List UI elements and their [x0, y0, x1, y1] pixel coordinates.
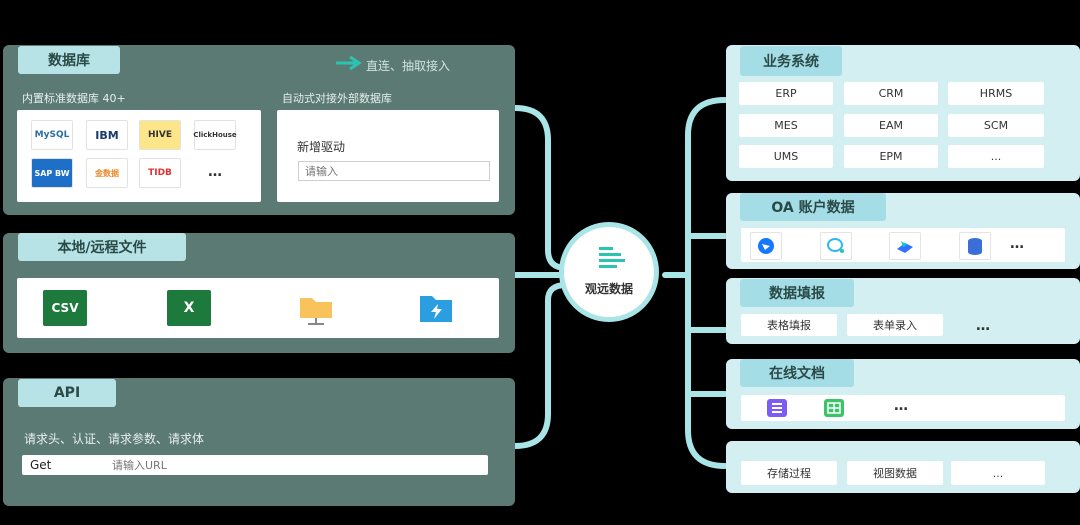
more-oa-dots: …	[1010, 236, 1024, 252]
doc-list-icon	[767, 399, 787, 421]
builtin-label: 内置标准数据库 40+	[22, 92, 126, 105]
direct-arrow-icon	[334, 55, 362, 71]
ibm-logo: IBM	[86, 120, 128, 150]
database-tab: 数据库	[18, 46, 120, 74]
business-item-crm[interactable]: CRM	[844, 82, 938, 105]
more-fill-dots: …	[976, 318, 990, 334]
fill-tab: 数据填报	[740, 279, 854, 307]
api-method[interactable]: Get	[30, 458, 52, 472]
storage-item-view[interactable]: 视图数据	[847, 461, 943, 485]
business-item-eam[interactable]: EAM	[844, 114, 938, 137]
oa-tab: OA 账户数据	[740, 193, 886, 221]
more-docs-dots: …	[894, 398, 908, 414]
api-tab: API	[18, 379, 116, 407]
new-driver-label: 新增驱动	[297, 140, 346, 154]
files-tab: 本地/远程文件	[18, 233, 186, 261]
business-item-mes[interactable]: MES	[739, 114, 833, 137]
files-box	[17, 278, 499, 338]
hub-logo-icon	[597, 246, 625, 270]
hub-label: 观远数据	[584, 282, 633, 296]
hub-circle	[559, 222, 659, 322]
business-tab: 业务系统	[740, 46, 842, 76]
external-label: 自动式对接外部数据库	[282, 92, 392, 105]
api-params-label: 请求头、认证、请求参数、请求体	[24, 432, 205, 446]
shared-folder-icon	[294, 288, 338, 328]
external-db-box	[277, 110, 499, 202]
mysql-logo: MySQL	[31, 120, 73, 150]
connector-business	[685, 97, 728, 469]
doc-sheet-icon	[824, 399, 844, 421]
jinshuju-logo: 金数据	[86, 158, 128, 188]
fill-item-table[interactable]: 表格填报	[741, 314, 837, 336]
fill-item-form[interactable]: 表单录入	[847, 314, 943, 336]
connector-database	[512, 105, 569, 271]
docs-tab: 在线文档	[740, 359, 854, 387]
new-driver-input[interactable]	[298, 161, 490, 181]
business-item-epm[interactable]: EPM	[844, 145, 938, 168]
ldap-icon	[959, 232, 991, 260]
business-item-more[interactable]: ...	[948, 145, 1044, 168]
business-item-hrms[interactable]: HRMS	[948, 82, 1044, 105]
more-db-dots: …	[208, 164, 222, 180]
connector-api	[512, 282, 569, 449]
dingtalk-icon	[750, 232, 782, 260]
excel-icon: X	[167, 290, 211, 326]
business-item-erp[interactable]: ERP	[739, 82, 833, 105]
csv-icon: CSV	[43, 290, 87, 326]
tidb-logo: TIDB	[139, 158, 181, 188]
storage-item-procedure[interactable]: 存储过程	[741, 461, 837, 485]
sapbw-logo: SAP BW	[31, 158, 73, 188]
business-item-scm[interactable]: SCM	[948, 114, 1044, 137]
wechat-work-icon	[820, 232, 852, 260]
storage-item-more[interactable]: ...	[951, 461, 1045, 485]
business-item-ums[interactable]: UMS	[739, 145, 833, 168]
remote-folder-icon	[414, 288, 458, 328]
clickhouse-logo: ClickHouse	[193, 120, 237, 150]
docs-box	[741, 395, 1065, 421]
api-url-input[interactable]	[108, 457, 486, 473]
direct-label: 直连、抽取接入	[366, 59, 451, 73]
feishu-icon	[889, 232, 921, 260]
hive-logo: HIVE	[139, 120, 181, 150]
